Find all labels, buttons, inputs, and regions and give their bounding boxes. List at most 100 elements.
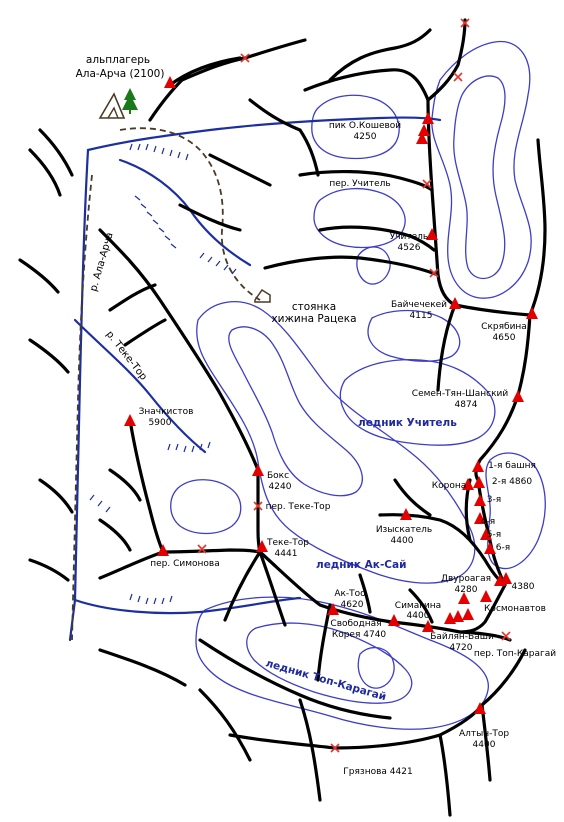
peak-tower5-marker — [480, 528, 492, 540]
glacier-ak-sai — [196, 301, 476, 584]
peak-simagina-marker — [388, 614, 400, 626]
peak-label: Космонавтов — [484, 604, 546, 614]
peak-tower4-marker — [474, 512, 486, 524]
peak-alt: Корея 4740 — [332, 630, 387, 640]
river-ala-archa — [68, 148, 90, 642]
moraine-6 — [89, 494, 111, 513]
peak-label: 4380 — [512, 582, 535, 592]
passes — [197, 18, 511, 753]
peak-semenov-marker — [512, 390, 524, 402]
ridge-misc — [178, 98, 472, 624]
peak-marker — [416, 132, 428, 144]
peak-koshevoi2-marker — [418, 124, 430, 136]
peak-label: 3-я — [487, 495, 501, 505]
glaciers — [170, 40, 546, 730]
peak-tower1-marker — [472, 460, 484, 472]
peak-label: 2-я 4860 — [492, 477, 532, 487]
ridge-west-lower — [98, 550, 287, 627]
river-tributary-top — [86, 116, 442, 152]
peak-korona-marker — [462, 478, 474, 490]
river-lower — [73, 596, 302, 615]
glacier-uchitel-main — [339, 358, 496, 446]
pass-marker — [429, 268, 439, 278]
peak-label: Изыскатель — [376, 525, 432, 535]
peak-label: Корона — [432, 481, 467, 491]
peak-koshevoi-marker — [422, 112, 434, 124]
peak-label: 1-я башня — [488, 461, 536, 471]
peak-alt: 5900 — [149, 418, 172, 428]
pass-uchitel-label: пер. Учитель — [329, 179, 390, 189]
peak-label: Ак-Тоо — [334, 589, 366, 599]
river-teke-tor-label: р. Теке-Тор — [104, 329, 149, 383]
peak-marker — [452, 610, 464, 622]
moraine-3 — [199, 252, 237, 275]
peak-label: 5-я — [487, 530, 501, 540]
peak-label: Байчечекей — [391, 300, 447, 310]
alplager-label-2: Ала-Арча (2100) — [76, 68, 165, 80]
glacier-boks-left — [170, 479, 242, 535]
peak-label: Семен-Тян-Шанский — [412, 389, 509, 399]
glacier-upper-inner — [453, 75, 506, 280]
ridge-top-2 — [303, 18, 467, 102]
peak-baichechekei-marker — [449, 297, 461, 309]
peak-label: Байлян-Баши — [430, 632, 494, 642]
peak-tower6-marker — [484, 542, 496, 554]
peak-alt: 4526 — [398, 243, 421, 253]
moraine-5 — [129, 593, 173, 605]
peak-label: Алтын-Тор — [459, 729, 509, 739]
hut-label-1: стоянка — [292, 301, 336, 313]
peak-label: Свободная — [330, 619, 381, 629]
glacier-uchitel-upper — [431, 40, 532, 299]
glacier-top-karagai — [195, 596, 489, 730]
peak-label: пик О.Кошевой — [329, 121, 401, 131]
pass-simonova-marker — [197, 544, 207, 554]
peak-label: Теке-Тор — [266, 538, 309, 548]
pass-marker — [330, 743, 340, 753]
moraine-2 — [134, 195, 177, 249]
pass-simonova-label: пер. Симонова — [150, 559, 220, 569]
ridge-east-1 — [453, 138, 547, 317]
ridge-branch-3 — [318, 225, 436, 252]
ridges — [18, 18, 547, 817]
ridge-branch-1 — [298, 169, 434, 192]
peak-skryabina-marker — [526, 307, 538, 319]
peak-bailyan-marker — [422, 620, 434, 632]
peak-label: Грязнова 4421 — [343, 767, 412, 777]
peak-alt: 4874 — [455, 400, 478, 410]
trail — [71, 127, 261, 641]
pass-uchitel-marker — [422, 179, 432, 189]
peak-label: 6-я — [496, 543, 510, 553]
hut-icon — [254, 288, 271, 303]
moraine-4 — [167, 441, 211, 453]
peak-label: Скрябина — [481, 322, 527, 332]
river-ala-archa-label: р. Ала-Арча — [88, 231, 115, 293]
peak-alt: 4400 — [407, 611, 430, 621]
pass-teke-tor-label: пер. Теке-Тор — [266, 502, 331, 512]
glacier-uchitel-side — [367, 309, 461, 362]
peak-marker — [164, 76, 176, 88]
peak-marker — [462, 608, 474, 620]
hut-label-2: хижина Рацека — [271, 313, 356, 325]
glacier-east — [485, 452, 546, 570]
peak-teke-tor-marker — [256, 540, 268, 552]
peak-label: Симагина — [395, 601, 441, 611]
peak-label: Бокс — [267, 471, 289, 481]
pass-marker — [453, 72, 463, 82]
peak-label: Двуроагая — [441, 574, 491, 584]
glacier-top-karagai-inner — [246, 622, 413, 704]
ridge-east-2 — [436, 303, 457, 392]
alplager-label-1: альплагерь — [86, 54, 150, 66]
peak-4380b-marker — [500, 572, 512, 584]
glacier-small-2 — [357, 647, 395, 689]
peak-alt: 4250 — [354, 132, 377, 142]
moraine-1 — [129, 143, 189, 161]
glacier-top-karagai-label: ледник Топ-Карагай — [264, 657, 387, 703]
moraines — [89, 143, 237, 605]
ridge-south-3 — [98, 648, 322, 802]
pass-teke-tor-marker — [253, 501, 263, 511]
glacier-ak-sai-label: ледник Ак-Сай — [316, 559, 406, 571]
peak-simonova-marker — [157, 544, 169, 556]
peak-alt: 4240 — [269, 482, 292, 492]
peak-alt: 4720 — [450, 643, 473, 653]
